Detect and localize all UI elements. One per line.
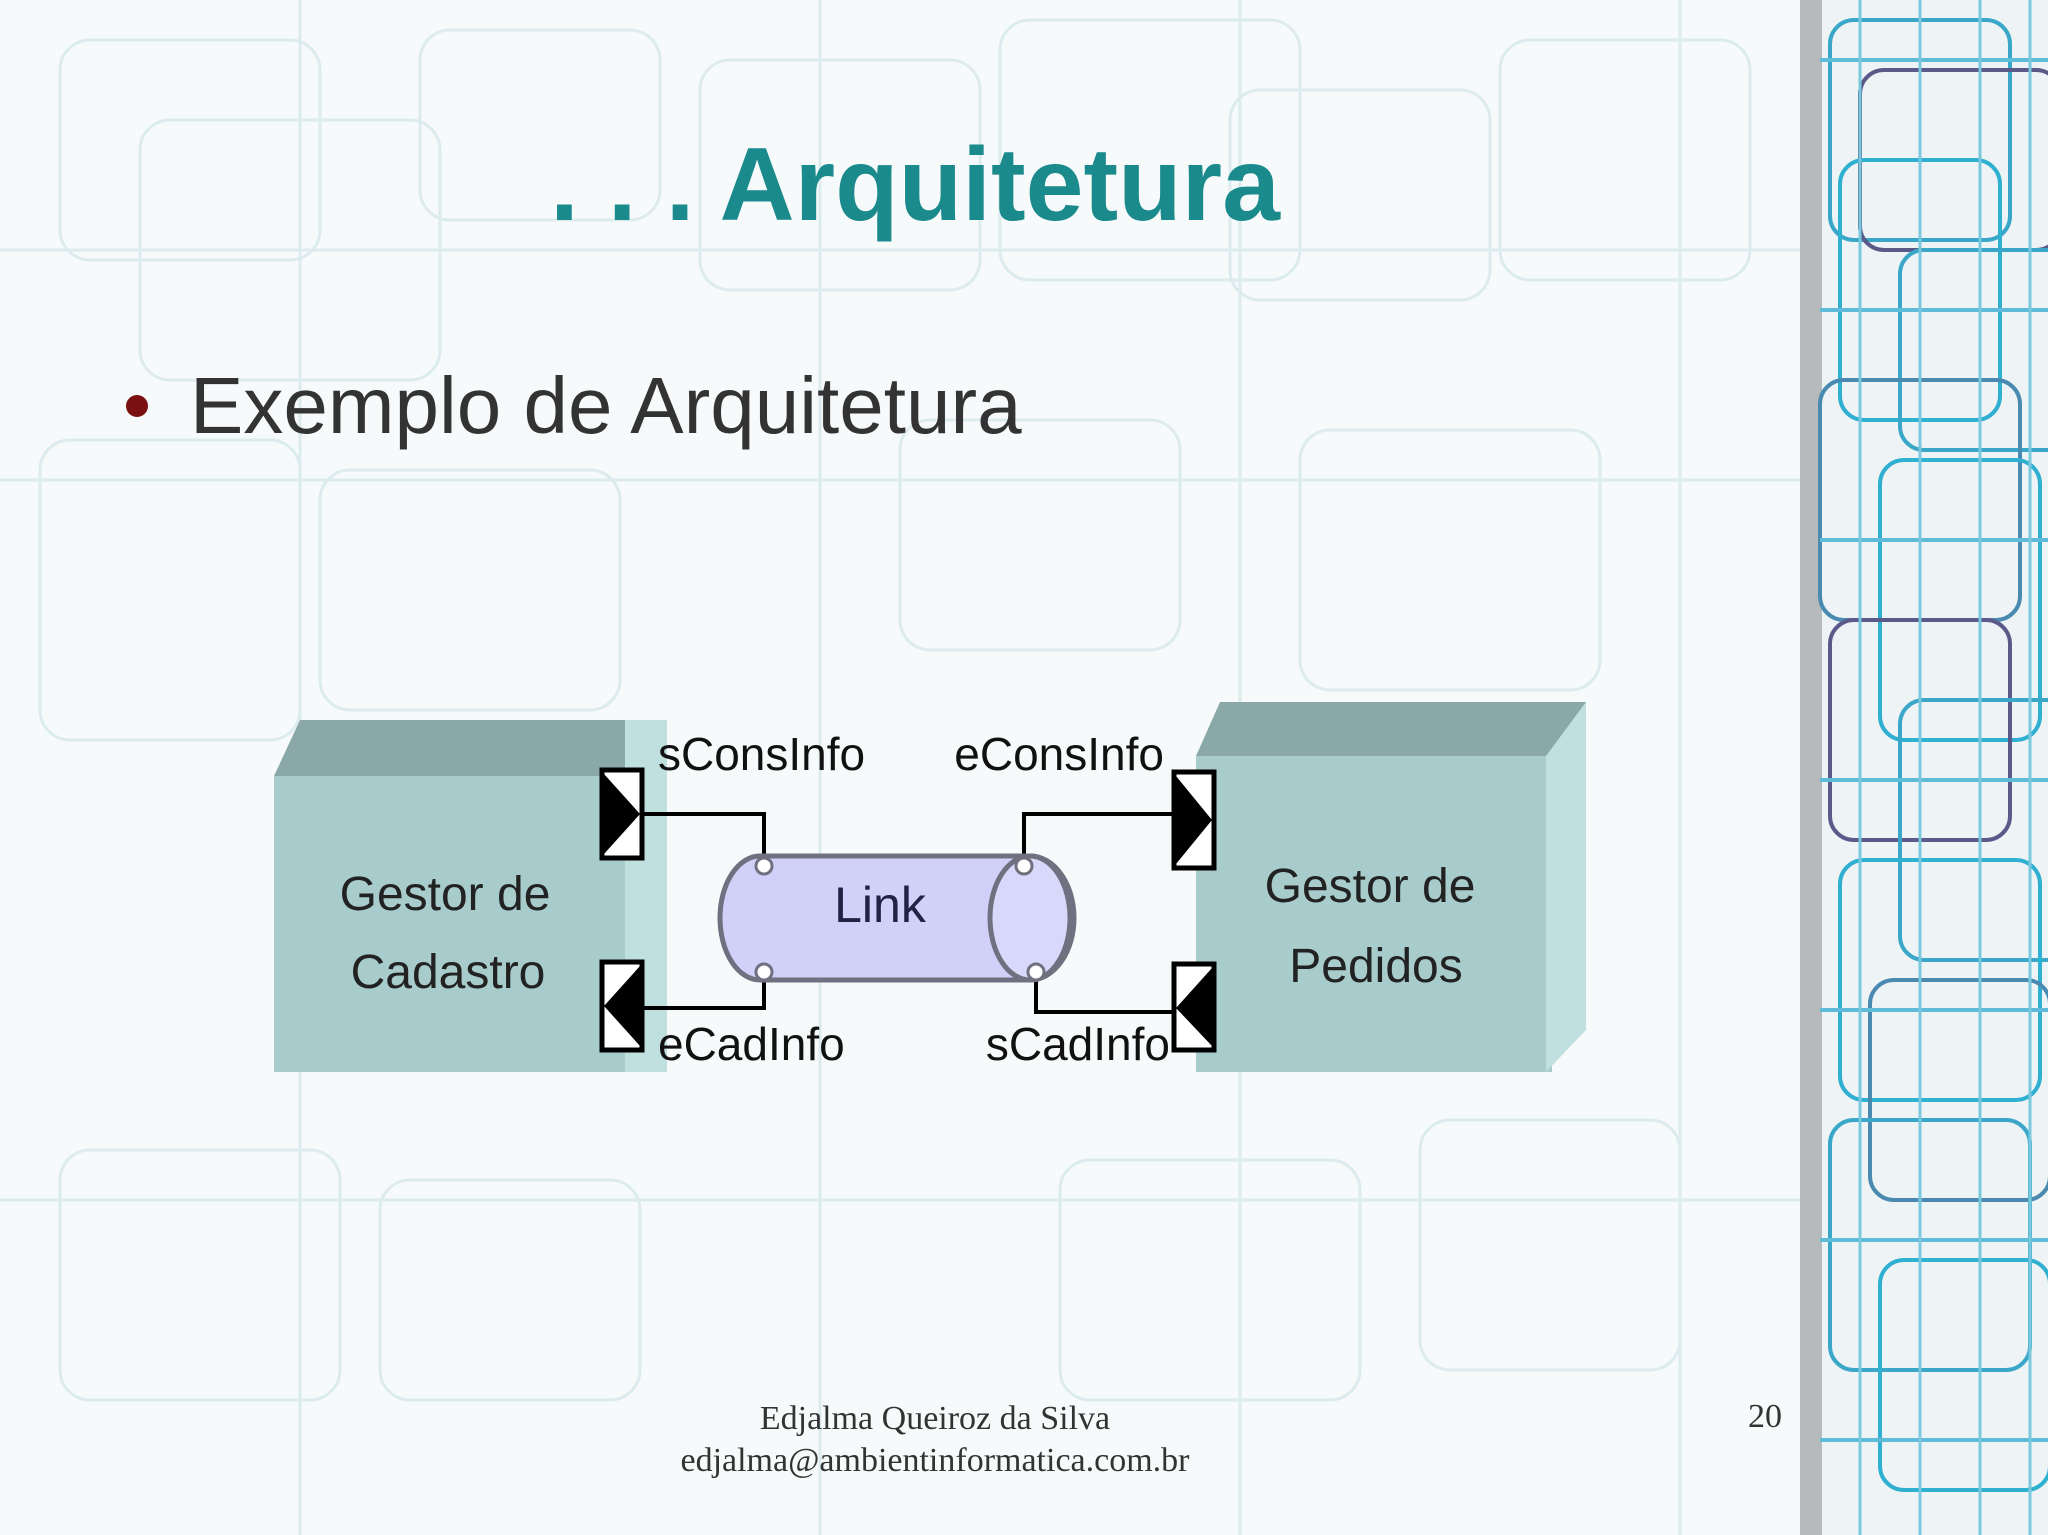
- right-box-label-line2: Pedidos: [1289, 940, 1462, 993]
- left-box-label-line1: Gestor de: [340, 868, 551, 921]
- bullet-text: Exemplo de Arquitetura: [190, 361, 1022, 450]
- left-box-label-line2: Cadastro: [351, 946, 546, 999]
- right-component-box: Gestor de Pedidos: [1196, 702, 1586, 1072]
- footer-author-name: Edjalma Queiroz da Silva: [759, 1400, 1111, 1437]
- port-label-ecadinfo: eCadInfo: [658, 1018, 845, 1070]
- left-box-top: [274, 720, 662, 776]
- page-number: 20: [1748, 1398, 1782, 1435]
- left-box-face: [274, 776, 634, 1072]
- link-label: Link: [834, 877, 927, 933]
- link-connector: Link: [717, 853, 1077, 983]
- left-component-box: Gestor de Cadastro: [274, 720, 667, 1072]
- port-left-top: [599, 767, 645, 861]
- port-label-sconsinfo: sConsInfo: [658, 728, 865, 780]
- bullet-item: Exemplo de Arquitetura: [126, 360, 1022, 452]
- connection-wires: [642, 812, 1174, 1014]
- port-right-bottom: [1171, 961, 1217, 1053]
- right-box-label-line1: Gestor de: [1265, 860, 1476, 913]
- right-decorative-strip: [1800, 0, 2048, 1535]
- right-box-face: [1196, 756, 1552, 1072]
- slide-footer: Edjalma Queiroz da Silva edjalma@ambient…: [0, 1398, 1870, 1482]
- port-right-top: [1171, 769, 1217, 871]
- slide-title: . . . Arquitetura: [550, 127, 1280, 243]
- right-box-side: [1546, 702, 1586, 1072]
- architecture-diagram: Gestor de Cadastro Gestor de Pedidos: [274, 702, 1586, 1072]
- port-label-econsinfo: eConsInfo: [954, 728, 1164, 780]
- port-label-scadinfo: sCadInfo: [986, 1018, 1170, 1070]
- bullet-dot-icon: [126, 395, 148, 417]
- right-box-top: [1196, 702, 1586, 756]
- footer-author-email: edjalma@ambientinformatica.com.br: [680, 1442, 1190, 1479]
- port-left-bottom: [599, 959, 645, 1053]
